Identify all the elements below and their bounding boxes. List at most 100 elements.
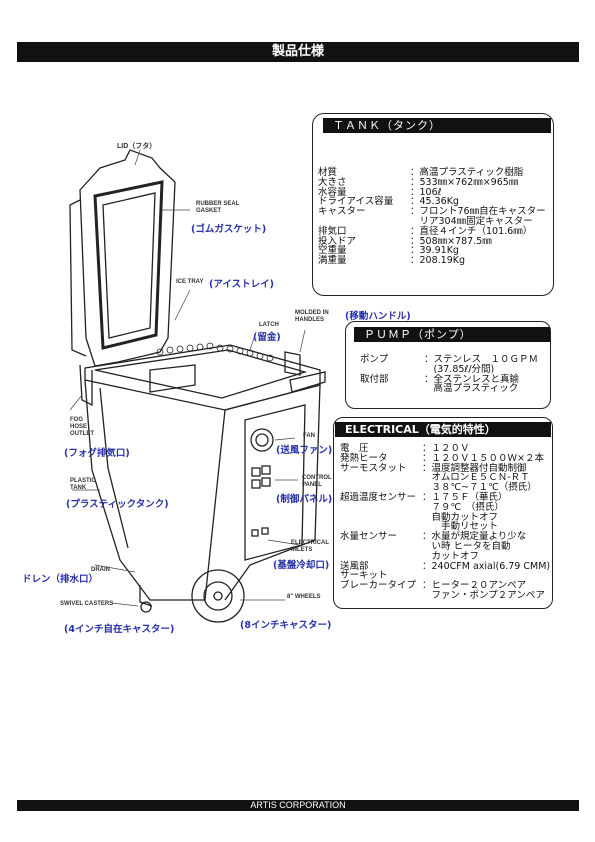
spec-row: カットオフ xyxy=(340,551,550,562)
spec-value: ：温度調整器付自動制御 xyxy=(422,462,527,474)
spec-row: 空重量：39.91Kg xyxy=(318,246,546,256)
spec-key: 投入ドア xyxy=(318,235,357,247)
latch-label-jp: (留金) xyxy=(253,332,281,343)
spec-row: ３８℃~７１℃（摂氏） xyxy=(340,483,550,493)
spec-value: ：フロント76㎜自在キャスター xyxy=(410,206,546,218)
pump-spec-title: ＰＵＭＰ（ポンプ） xyxy=(354,327,550,342)
spec-value: ：533㎜×762㎜×965㎜ xyxy=(410,176,519,188)
latch-label-en: LATCH xyxy=(259,322,279,328)
casters-label-jp: (4インチ自在キャスター) xyxy=(64,624,175,635)
spec-key xyxy=(340,513,422,523)
spec-key: 取付部 xyxy=(360,373,389,385)
pump-spec-rows: ポンプ：ステンレス １０ＧＰＭ (37.85ℓ/分間) 取付部 ：全ステンレスと真鍮… xyxy=(360,355,538,394)
spec-row: (37.85ℓ/分間) xyxy=(360,363,538,375)
spec-value: ：１７５Ｆ（華氏） xyxy=(422,491,508,503)
spec-value: ：508㎜×787.5㎜ xyxy=(410,235,492,247)
spec-key: 発熱ヒータ xyxy=(340,452,388,464)
lid-label: LID（フタ） xyxy=(117,143,157,150)
spec-value: ：直径４インチ（101.6㎜） xyxy=(410,225,533,237)
spec-value: ファン・ポンプ２アンペア xyxy=(422,589,545,601)
spec-row: 水容量 ：106ℓ xyxy=(318,186,546,198)
spec-value: い時 ヒータを自動 xyxy=(422,540,511,552)
tank-spec-title: ＴＡＮＫ（タンク） xyxy=(323,118,551,133)
fan-label-jp: (送風ファン) xyxy=(276,445,333,456)
spec-key: 排気口 xyxy=(318,225,347,237)
spec-value: ：ヒーター２０アンペア xyxy=(422,580,527,592)
spec-key xyxy=(360,384,424,394)
spec-value: ３８℃~７１℃（摂氏） xyxy=(422,482,537,494)
spec-value: オムロンＥ５ＣＮ-ＲＴ xyxy=(422,472,530,484)
spec-key: 送風部 xyxy=(340,560,369,572)
spec-row: 材質：高温プラスティック樹脂 xyxy=(318,168,546,178)
spec-key: 水容量 xyxy=(318,186,347,198)
spec-value: ：全ステンレスと真鍮 xyxy=(424,373,520,385)
spec-key: 水量センサー xyxy=(340,531,398,543)
spec-row: リア304㎜固定キャスター xyxy=(318,217,546,227)
spec-row: ７９℃ （摂氏） xyxy=(340,502,550,513)
lid-inner xyxy=(102,192,156,339)
spec-key xyxy=(340,542,422,552)
handles-label-jp: (移動ハンドル) xyxy=(345,311,411,322)
pump-spec-box: ＰＵＭＰ（ポンプ） xyxy=(345,321,551,409)
page-title-bar: 製品仕様 xyxy=(17,42,579,62)
spec-key: ドライアイス容量 xyxy=(318,196,394,208)
spec-key: 電 圧 xyxy=(340,443,369,454)
spec-value: ：１２０Ｖ１５００Ｗ×２本 xyxy=(422,452,544,464)
gasket-label-jp: (ゴムガスケット) xyxy=(191,224,267,235)
spec-key xyxy=(340,503,422,513)
spec-row: 超過温度センサー：１７５Ｆ（華氏） xyxy=(340,493,550,503)
control-panel xyxy=(244,404,306,561)
tank-spec-box: ＴＡＮＫ（タンク） xyxy=(312,113,554,296)
inlets-label-en: ELECTRICAL INLETS xyxy=(291,540,329,553)
footer-text: ARTIS CORPORATION xyxy=(250,800,346,810)
icetray-label-en: ICE TRAY xyxy=(176,279,204,285)
gasket-label-en: RUBBER SEAL GASKET xyxy=(196,201,240,214)
spec-key: 満重量 xyxy=(318,255,347,267)
wheels-label-en: 8" WHEELS xyxy=(287,594,321,600)
inlets-label-jp: (基盤冷却口) xyxy=(273,560,330,571)
spec-value: ：39.91Kg xyxy=(410,245,459,257)
spec-row: 大きさ ：533㎜×762㎜×965㎜ xyxy=(318,176,546,188)
spec-key: ブレーカータイプ xyxy=(340,580,417,592)
spec-row: 高温プラスティック xyxy=(360,384,538,394)
fog-label-en: FOG HOSE OUTLET xyxy=(70,417,94,437)
swivel-caster xyxy=(140,601,152,613)
spec-value: ：高温プラスティック樹脂 xyxy=(410,167,524,178)
tank-body xyxy=(84,379,226,601)
spec-row: ドライアイス容量：45.36Kg xyxy=(318,197,546,207)
spec-row: 自動カットオフ xyxy=(340,512,550,523)
spec-key: キャスター xyxy=(318,206,366,218)
spec-key xyxy=(340,473,422,483)
ice-tray xyxy=(94,349,308,399)
fan-label-en: FAN xyxy=(303,433,315,439)
rear-wheel xyxy=(191,569,245,623)
handles-label-en: MOLDED IN HANDLES xyxy=(295,310,329,323)
spec-value: ：106ℓ xyxy=(410,186,442,198)
icetray-label-jp: (アイストレイ) xyxy=(209,279,274,290)
spec-value: リア304㎜固定キャスター xyxy=(410,215,533,227)
panel-label-en: CONTROL PANEL xyxy=(302,475,332,488)
spec-value: 手動リセット xyxy=(422,521,499,533)
spec-row: 排気口 ：直径４インチ（101.6㎜） xyxy=(318,225,546,237)
casters-label-en: SWIVEL CASTERS xyxy=(60,601,114,607)
spec-row: ファン・ポンプ２アンペア xyxy=(340,591,550,601)
spec-key: 大きさ xyxy=(318,176,347,188)
spec-key xyxy=(340,591,422,601)
lid-gasket xyxy=(93,180,164,350)
spec-row: 発熱ヒータ ：１２０Ｖ１５００Ｗ×２本 xyxy=(340,452,550,464)
spec-row: ポンプ：ステンレス １０ＧＰＭ xyxy=(360,355,538,365)
spec-row: サーモスタット：温度調整器付自動制御 xyxy=(340,462,550,474)
spec-value: 高温プラスティック xyxy=(424,383,519,395)
spec-value: ：水量が規定量より少な xyxy=(422,531,527,543)
spec-value: ：240CFM axial(6.79 CMM) xyxy=(422,560,551,572)
spec-row: オムロンＥ５ＣＮ-ＲＴ xyxy=(340,473,550,483)
spec-value: (37.85ℓ/分間) xyxy=(424,363,495,375)
spec-row: 取付部 ：全ステンレスと真鍮 xyxy=(360,373,538,385)
tank-label-en: PLASTIC TANK xyxy=(70,478,96,491)
spec-row: ブレーカータイプ ：ヒーター２０アンペア xyxy=(340,581,550,591)
spec-row: い時 ヒータを自動 xyxy=(340,542,550,552)
spec-row: 投入ドア ：508㎜×787.5㎜ xyxy=(318,235,546,247)
